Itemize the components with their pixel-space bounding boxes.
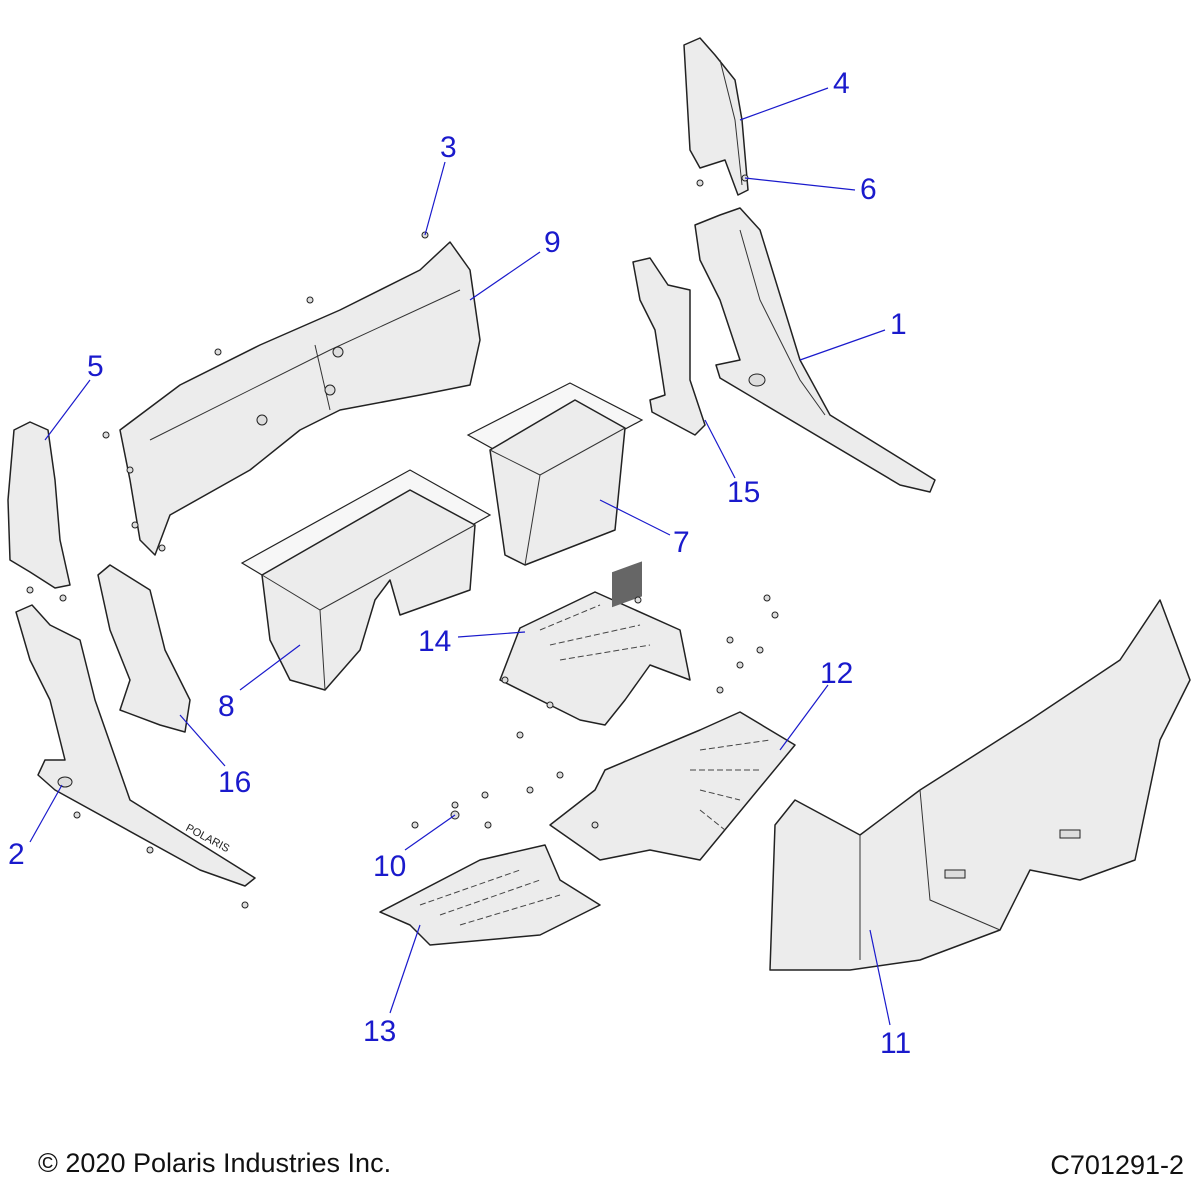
part-9-rear-panel	[119, 241, 481, 556]
part-15-trim-panel	[632, 257, 706, 436]
callout-12: 12	[820, 657, 853, 690]
fasteners	[26, 174, 779, 909]
part-8-storage-bin-large	[240, 469, 492, 691]
leader-lines	[29, 87, 891, 1026]
callout-13: 13	[363, 1015, 396, 1048]
callout-labels: 1 2 3 4 5 6 7 8 9 10 11 12 13 14 15 16	[8, 67, 911, 1060]
part-12-floor-panel-right	[549, 561, 796, 861]
copyright-text: © 2020 Polaris Industries Inc.	[38, 1148, 392, 1178]
callout-1: 1	[890, 308, 907, 341]
callout-14: 14	[418, 625, 451, 658]
part-1-right-pillar-sill	[694, 207, 936, 493]
callout-10: 10	[373, 850, 406, 883]
callout-9: 9	[544, 226, 561, 259]
callout-11: 11	[880, 1027, 911, 1060]
part-14-tunnel-cover	[499, 591, 691, 726]
callout-8: 8	[218, 690, 235, 723]
part-11-firewall	[769, 599, 1191, 971]
callout-5: 5	[87, 350, 104, 383]
part-4-upper-pillar-trim	[683, 37, 749, 196]
drawing-number: C701291-2	[1050, 1150, 1184, 1180]
callout-2: 2	[8, 838, 25, 871]
callout-6: 6	[860, 173, 877, 206]
callout-3: 3	[440, 131, 457, 164]
callout-15: 15	[727, 476, 760, 509]
part-13-floor-panel-left	[379, 844, 601, 946]
part-7-storage-bin-small	[466, 382, 644, 566]
part-5-left-upper-trim	[7, 421, 71, 589]
callout-7: 7	[673, 526, 690, 559]
callout-16: 16	[218, 766, 251, 799]
callout-4: 4	[833, 67, 850, 100]
part-16-left-lower-trim	[97, 564, 191, 733]
